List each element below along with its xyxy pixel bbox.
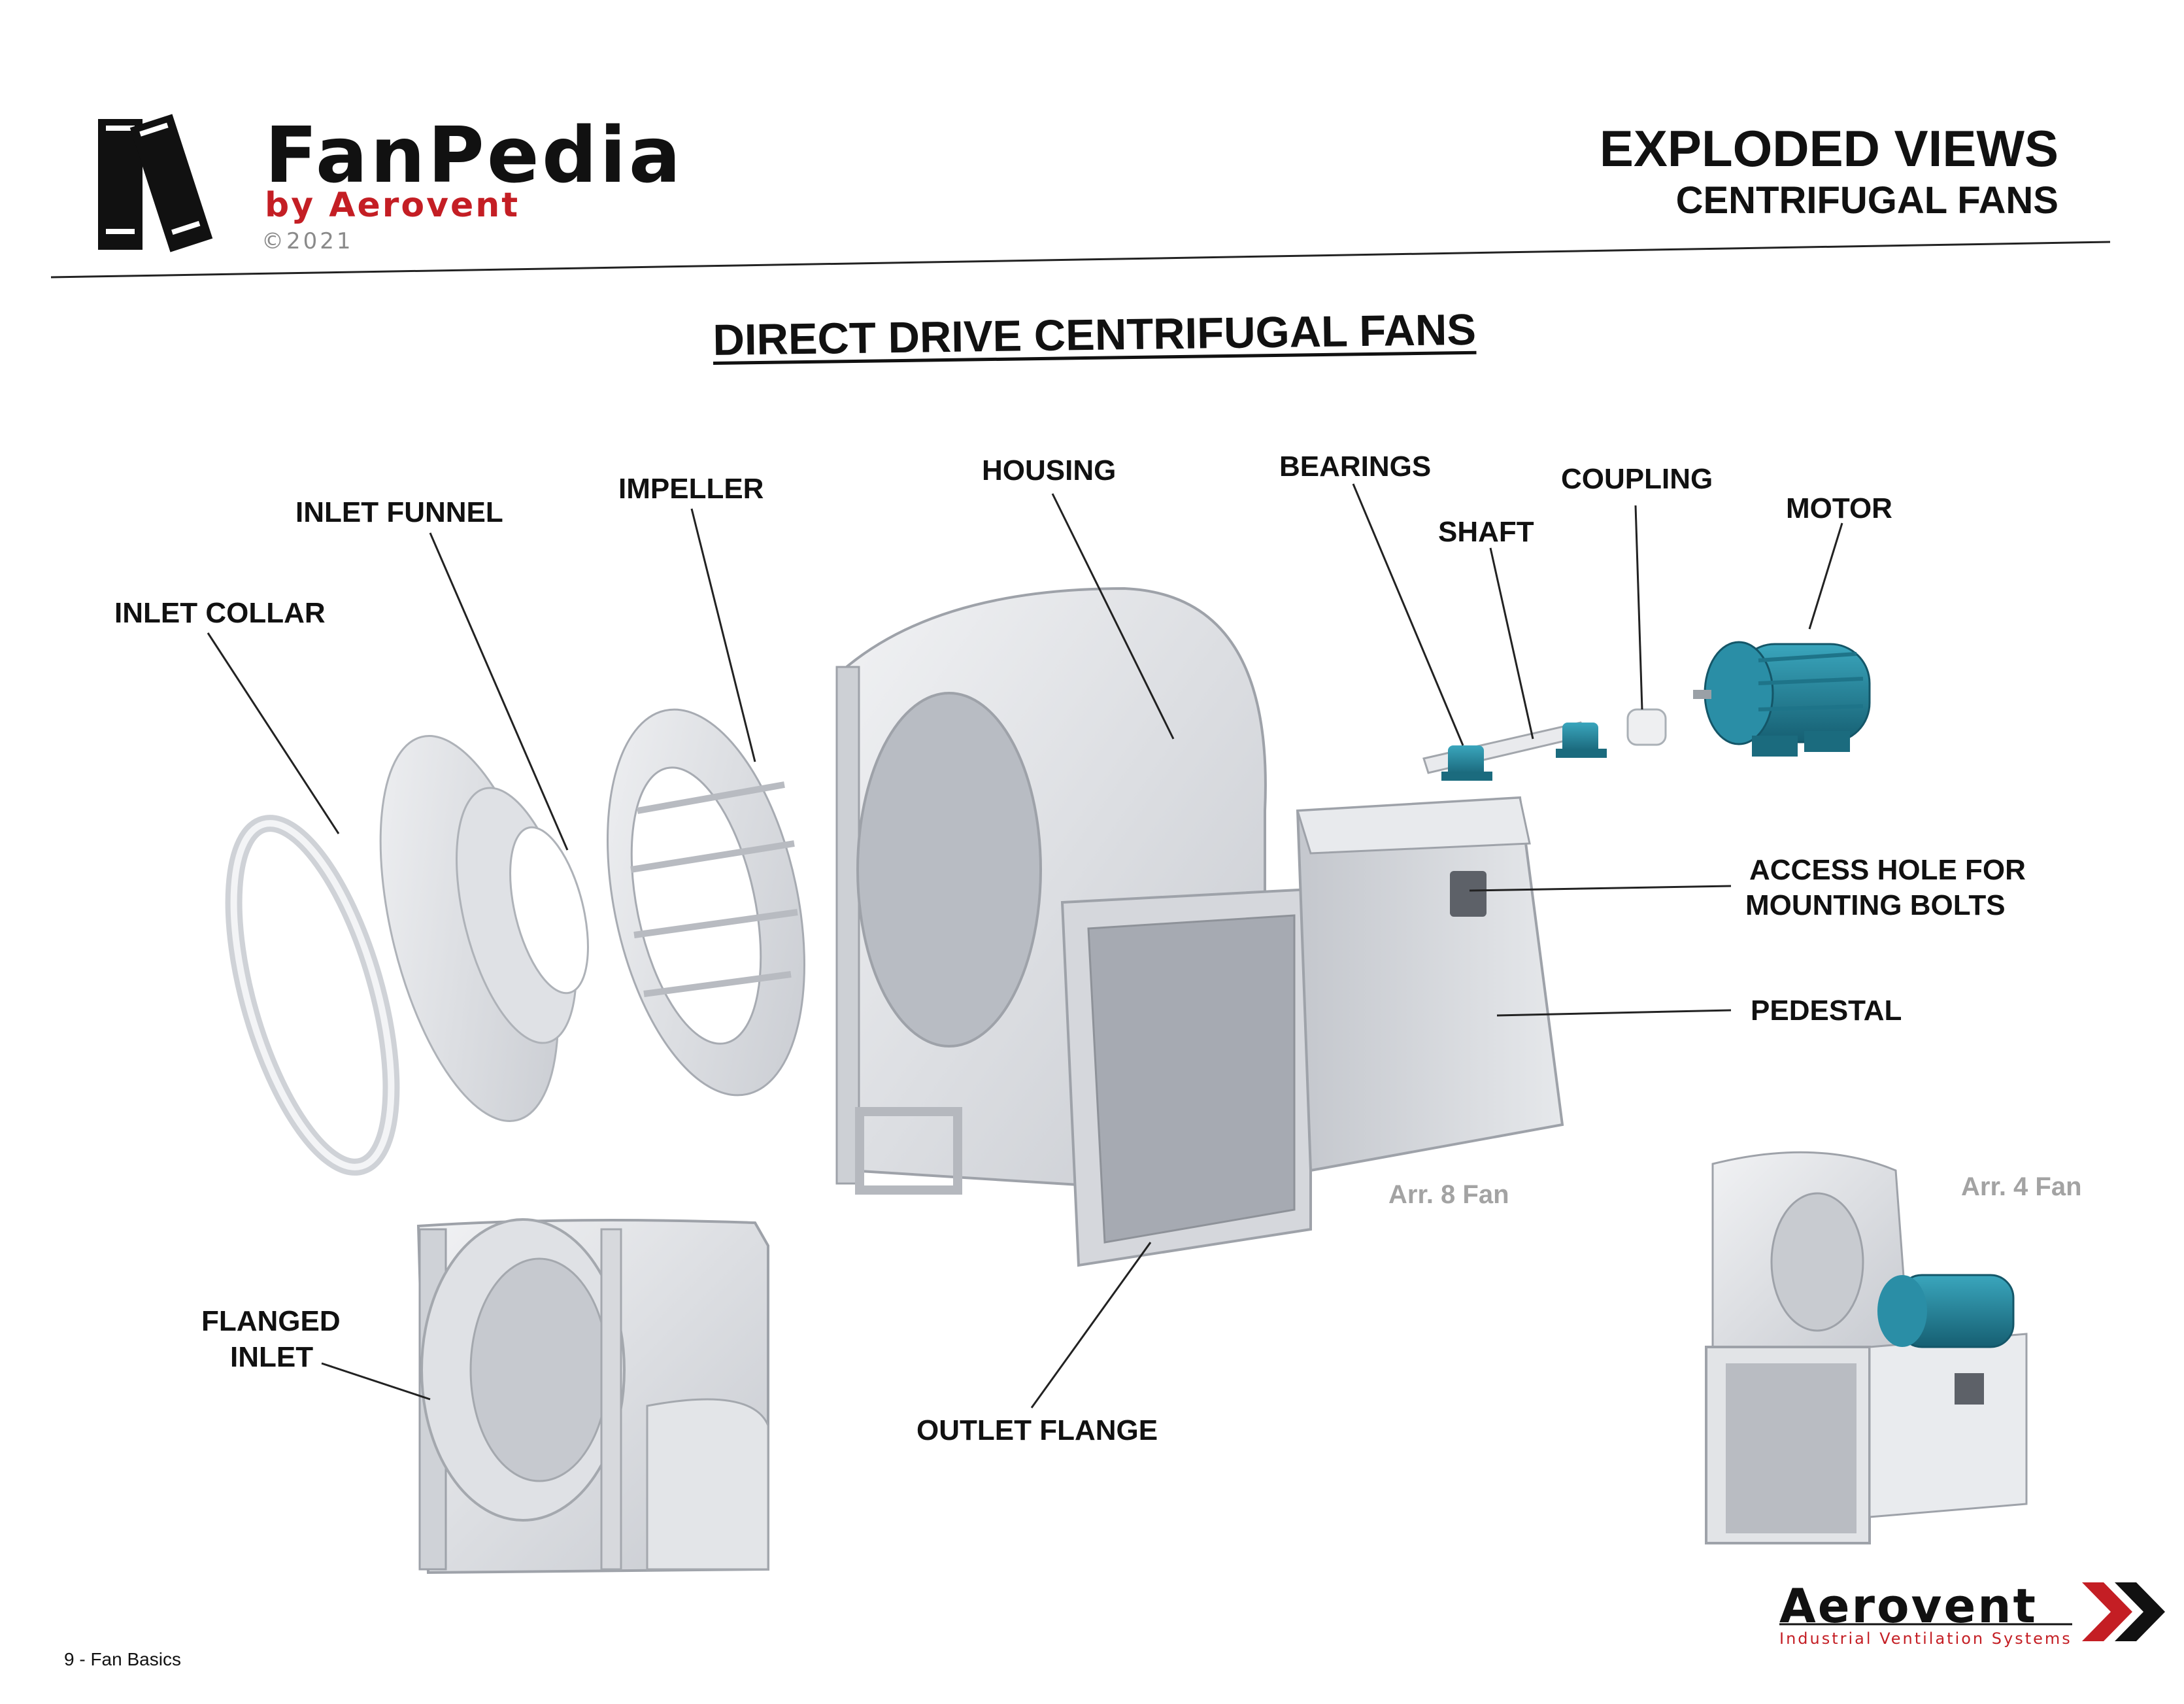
- label-shaft: SHAFT: [1438, 516, 1534, 548]
- label-pedestal: PEDESTAL: [1751, 995, 1902, 1027]
- label-motor: MOTOR: [1786, 492, 1892, 524]
- leader-lines: [207, 483, 1843, 1408]
- aerovent-wordmark: Aerovent: [1779, 1578, 2038, 1633]
- leader-access-hole: [1469, 885, 1732, 892]
- page-footer: 9 - Fan Basics: [64, 1649, 181, 1669]
- housing-part: [835, 587, 1312, 1267]
- label-flanged-inlet-line2: INLET: [230, 1341, 314, 1373]
- label-impeller: IMPELLER: [618, 473, 764, 505]
- caption-arr8-fan: Arr. 8 Fan: [1388, 1180, 1509, 1209]
- leader-shaft: [1489, 547, 1534, 740]
- header-divider: [50, 241, 2111, 279]
- leader-outlet-flange: [1030, 1242, 1152, 1408]
- label-access-hole-line1: ACCESS HOLE FOR: [1749, 854, 2026, 886]
- diagram-title: DIRECT DRIVE CENTRIFUGAL FANS: [713, 305, 1477, 365]
- books-logo-icon: [98, 114, 213, 252]
- leader-pedestal: [1496, 1009, 1732, 1017]
- aerovent-chevron-icon: [2082, 1582, 2165, 1641]
- motor-part: [1693, 641, 1871, 757]
- leader-impeller: [690, 508, 756, 762]
- fanpedia-wordmark: FanPedia: [265, 110, 684, 200]
- pedestal-part: [1296, 796, 1564, 1172]
- leader-bearings: [1352, 483, 1464, 746]
- leader-flanged-inlet: [321, 1362, 431, 1401]
- leader-housing: [1051, 493, 1175, 740]
- flanged-inlet-detail: [416, 1218, 769, 1575]
- coupling-part: [1626, 708, 1667, 746]
- inlet-collar-part: [225, 815, 400, 1176]
- page-title: EXPLODED VIEWS: [1599, 120, 2058, 177]
- copyright-text: ©2021: [261, 228, 354, 254]
- label-bearings: BEARINGS: [1279, 451, 1432, 483]
- impeller-part: [607, 708, 805, 1097]
- fanpedia-byline: by Aerovent: [265, 186, 520, 225]
- leader-inlet-funnel: [429, 532, 569, 851]
- caption-arr4-fan: Arr. 4 Fan: [1961, 1172, 2082, 1201]
- arr4-fan-thumbnail: [1705, 1151, 2028, 1544]
- inlet-funnel-part: [379, 735, 589, 1122]
- label-housing: HOUSING: [982, 454, 1117, 486]
- label-outlet-flange: OUTLET FLANGE: [916, 1414, 1158, 1446]
- label-inlet-collar: INLET COLLAR: [114, 597, 326, 629]
- label-access-hole-line2: MOUNTING BOLTS: [1745, 889, 2006, 921]
- label-flanged-inlet-line1: FLANGED: [201, 1305, 341, 1337]
- leader-motor: [1808, 522, 1843, 630]
- leader-coupling: [1634, 505, 1643, 710]
- leader-inlet-collar: [207, 632, 340, 834]
- label-coupling: COUPLING: [1561, 463, 1713, 495]
- shaft-bearings-part: [1422, 721, 1607, 781]
- aerovent-tagline: Industrial Ventilation Systems: [1779, 1629, 2072, 1648]
- label-inlet-funnel: INLET FUNNEL: [295, 496, 503, 528]
- page-subtitle: CENTRIFUGAL FANS: [1675, 179, 2058, 222]
